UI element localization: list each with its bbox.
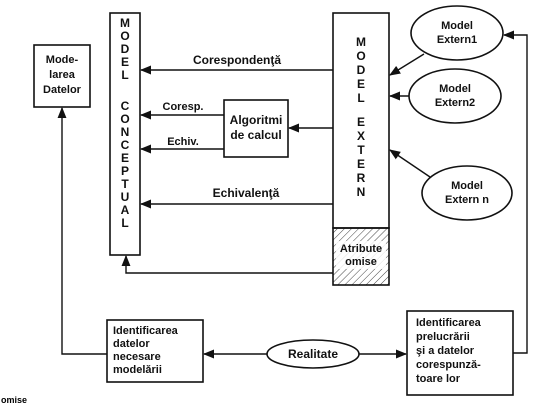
omise-fragment-text: omise: [1, 395, 27, 403]
modelarea-datelor-box: [33, 44, 91, 108]
svg-text:Mode-: Mode-: [46, 54, 79, 66]
svg-text:toare lor: toare lor: [416, 373, 461, 385]
svg-text:Atribute: Atribute: [340, 243, 382, 255]
svg-text:necesare: necesare: [113, 351, 161, 363]
arrow-externn-to-model-extern: [389, 149, 431, 178]
model-extern-letter: R: [357, 171, 366, 185]
model-extern-letter: E: [357, 77, 365, 91]
model-extern-letter: E: [357, 115, 365, 129]
model-conceptual-letter: A: [121, 203, 130, 217]
svg-text:prelucrării: prelucrării: [416, 331, 470, 343]
svg-text:de calcul: de calcul: [230, 128, 281, 142]
svg-text:Extern n: Extern n: [445, 194, 489, 206]
identificarea-prelucrarii-label: Identificarea prelucrării şi a datelor c…: [416, 317, 482, 385]
svg-text:Identificarea: Identificarea: [113, 325, 179, 337]
model-conceptual-letter: E: [121, 55, 129, 69]
svg-text:Model: Model: [439, 83, 471, 95]
model-extern-box: [332, 12, 390, 229]
model-extern-letter: X: [357, 129, 365, 143]
model-conceptual-letter: P: [121, 164, 129, 178]
model-conceptual-letter: O: [120, 29, 129, 43]
svg-text:şi a datelor: şi a datelor: [416, 345, 475, 357]
model-externn-ellipse: [421, 165, 513, 221]
svg-text:Identificarea: Identificarea: [416, 317, 482, 329]
model-extern-letter: E: [357, 157, 365, 171]
model-conceptual-letter: D: [121, 42, 130, 56]
model-conceptual-letter: N: [121, 125, 130, 139]
arrow-extern1-to-model-extern: [389, 53, 425, 76]
model-conceptual-letter: O: [120, 112, 129, 126]
model-conceptual-letter: C: [121, 99, 130, 113]
svg-text:Model: Model: [451, 180, 483, 192]
model-extern-letter: M: [356, 35, 366, 49]
svg-text:Algoritmi: Algoritmi: [230, 113, 283, 127]
model-conceptual-letter: L: [121, 216, 128, 230]
model-conceptual-letter: C: [121, 138, 130, 152]
model-externn-label: Model Extern n: [445, 180, 489, 206]
coresp-label: Coresp.: [163, 101, 204, 113]
svg-text:Datelor: Datelor: [43, 84, 82, 96]
svg-text:larea: larea: [49, 69, 76, 81]
model-extern-letter: O: [356, 49, 365, 63]
model-conceptual-letter: E: [121, 151, 129, 165]
svg-text:datelor: datelor: [113, 338, 150, 350]
svg-text:corespunză-: corespunză-: [416, 359, 481, 371]
algoritmi-de-calcul-label: Algoritmi de calcul: [230, 113, 283, 142]
atribute-omise-label: Atribute omise: [340, 243, 382, 268]
arrow-atribute-omise-to-model-conceptual: [121, 254, 333, 274]
model-extern-letter: N: [357, 185, 366, 199]
model-extern1-ellipse: [410, 5, 504, 61]
arrow-identificarea-datelor-to-modelarea: [57, 106, 107, 355]
model-extern-letter: D: [357, 63, 366, 77]
svg-text:modelării: modelării: [113, 364, 162, 376]
identificarea-datelor-label: Identificarea datelor necesare modelării: [113, 325, 179, 376]
svg-text:Model: Model: [441, 20, 473, 32]
model-extern-letter: L: [357, 91, 364, 105]
modelarea-datelor-label: Mode- larea Datelor: [43, 54, 82, 96]
arrow-prelucrarii-to-extern1: [502, 30, 528, 354]
model-conceptual-letter: U: [121, 190, 130, 204]
svg-text:Extern2: Extern2: [435, 97, 475, 109]
echivalenta-label: Echivalenţă: [213, 186, 280, 200]
identificarea-datelor-box: [106, 319, 204, 383]
svg-text:Extern1: Extern1: [437, 34, 477, 46]
model-conceptual-letter: L: [121, 68, 128, 82]
model-extern-letter: T: [357, 143, 365, 157]
echiv-label: Echiv.: [167, 136, 199, 148]
corespondenta-label: Corespondenţă: [193, 53, 281, 67]
model-extern2-label: Model Extern2: [435, 83, 475, 109]
model-extern2-ellipse: [408, 68, 502, 124]
realitate-label: Realitate: [288, 347, 338, 361]
svg-text:omise: omise: [345, 256, 377, 268]
model-conceptual-letter: T: [121, 177, 129, 191]
identificarea-prelucrarii-box: [406, 310, 514, 396]
model-conceptual-letter: M: [120, 16, 130, 30]
model-extern1-label: Model Extern1: [437, 20, 477, 46]
